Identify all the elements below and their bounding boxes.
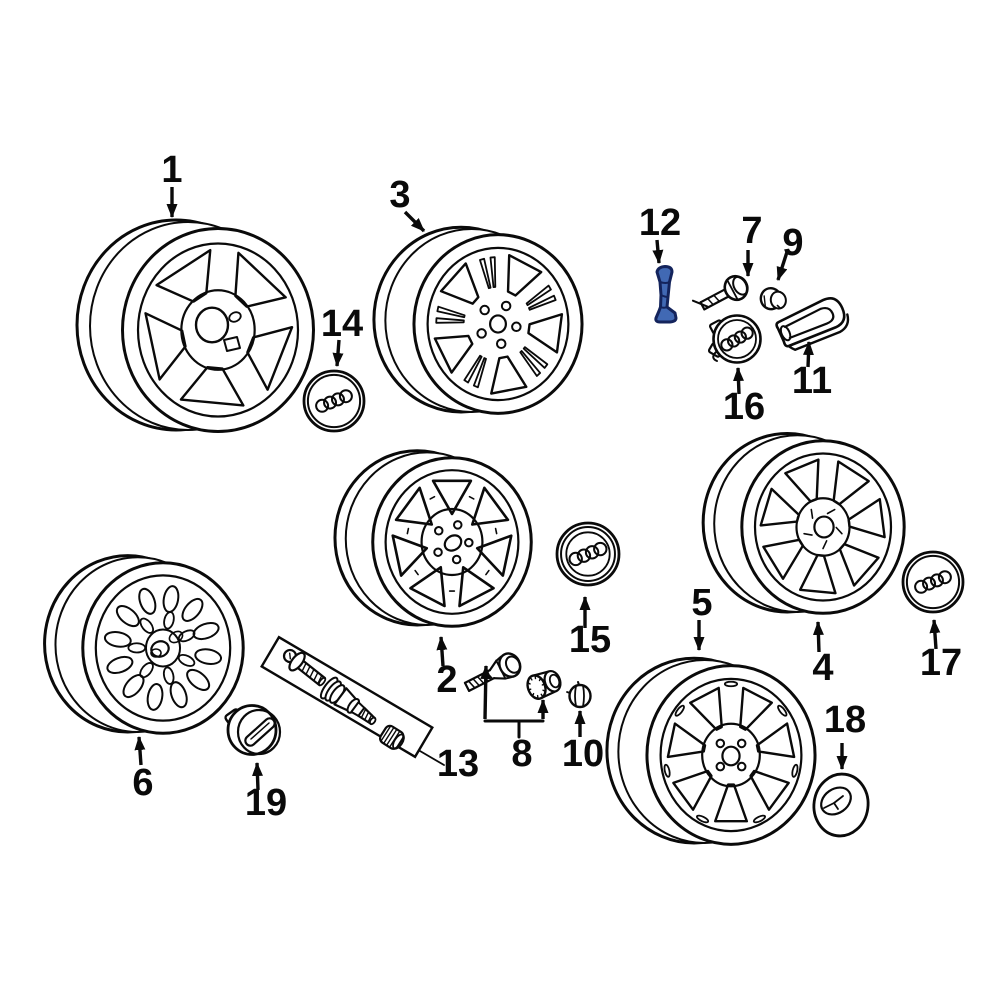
valve-sensor-kit-13: [260, 635, 434, 759]
part-label-1: 1: [161, 149, 182, 191]
part-labels: 1 3 12 7 9 14 11 16 15 5 4 17 2 8 10 13 …: [132, 149, 962, 824]
wheel-6-mesh: [43, 554, 245, 735]
arrow-16: [733, 367, 744, 395]
valve-stem-12-highlighted: [654, 265, 678, 324]
arrow-14: [332, 339, 344, 367]
center-cap-17: [901, 550, 965, 614]
part-label-17: 17: [920, 642, 962, 684]
center-cap-19-bar: [224, 704, 282, 756]
part-label-5: 5: [691, 582, 712, 624]
arrow-9: [776, 251, 789, 281]
part-label-14: 14: [321, 303, 363, 345]
part-label-15: 15: [569, 619, 611, 661]
lug-nut-cap-10: [566, 681, 592, 709]
part-label-11: 11: [792, 360, 832, 402]
center-cap-15: [555, 521, 621, 587]
center-cap-18-oval: [812, 772, 870, 838]
kit-screw: [282, 648, 327, 687]
arrow-11: [802, 341, 814, 368]
part-label-16: 16: [723, 386, 765, 428]
cap-removal-hook-11: [775, 297, 850, 351]
part-label-18: 18: [824, 699, 866, 741]
arrow-19: [251, 762, 263, 791]
kit-valve-sensor: [319, 676, 377, 726]
part-label-3: 3: [389, 174, 410, 216]
wheel-5-seven-spoke-wide: [605, 656, 817, 846]
wheel-lock-nut-8: [526, 669, 562, 700]
part-label-7: 7: [741, 210, 762, 252]
part-label-13: 13: [437, 743, 479, 785]
part-label-2: 2: [436, 659, 457, 701]
part-label-19: 19: [245, 782, 287, 824]
arrow-2: [436, 636, 448, 667]
bracket-8: [483, 719, 545, 739]
center-cap-14: [302, 369, 366, 433]
part-label-10: 10: [562, 733, 604, 775]
arrow-4: [812, 621, 824, 653]
part-label-6: 6: [132, 762, 153, 804]
part-label-4: 4: [812, 647, 833, 689]
part-label-8: 8: [511, 733, 532, 775]
arrow-17: [929, 619, 941, 650]
wheel-4-seven-spoke: [701, 432, 906, 615]
kit-knurled-cap: [378, 724, 405, 750]
arrow-3: [403, 210, 426, 233]
part-label-12: 12: [639, 202, 681, 244]
arrow-6: [134, 736, 146, 766]
part-label-9: 9: [782, 222, 803, 264]
center-cap-16-with-clips: [707, 314, 762, 364]
wheel-1-five-spoke: [75, 218, 315, 433]
wheel-2-seven-window: [333, 449, 533, 628]
wheel-bolt-7: [691, 274, 749, 311]
wheel-3-split-five-spoke: [372, 225, 584, 415]
lug-nut-cap-9: [759, 286, 787, 311]
arrow-12: [652, 239, 664, 264]
wheel-bolt-8: [463, 652, 522, 692]
arrow-8-left: [480, 665, 492, 720]
diagram-shapes: [43, 187, 965, 846]
